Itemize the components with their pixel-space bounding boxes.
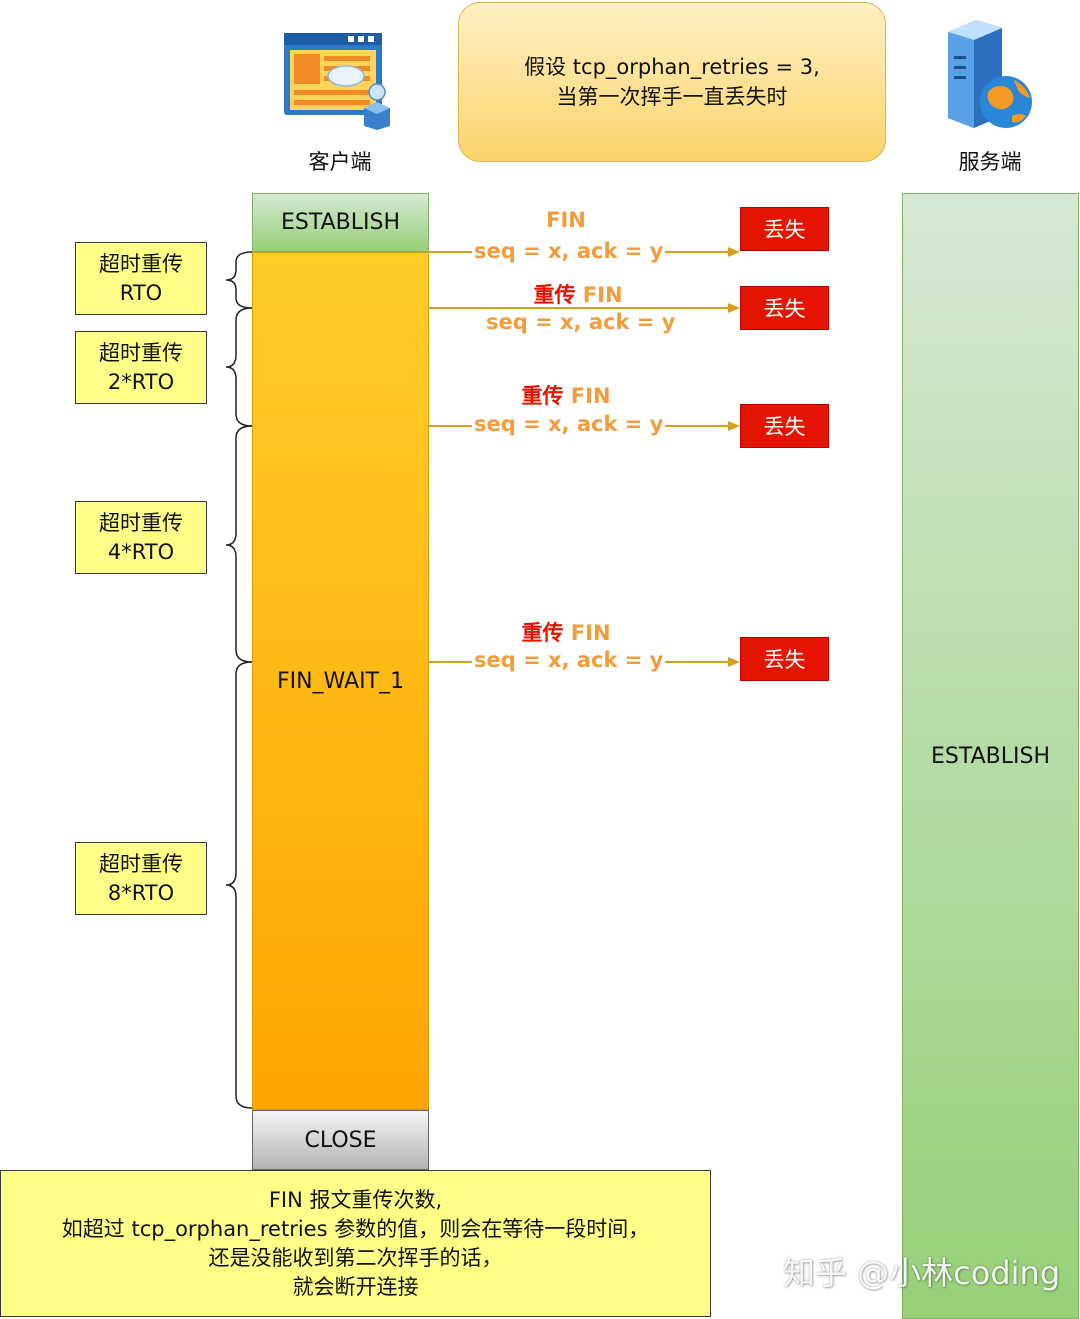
lost-box-3: 丢失 — [740, 404, 829, 448]
assumption-note-line2: 当第一次挥手一直丢失时 — [556, 85, 788, 109]
timeout-box-2rto: 超时重传 2*RTO — [75, 331, 207, 404]
server-globe-icon — [942, 16, 1037, 131]
assumption-note: 假设 tcp_orphan_retries = 3, 当第一次挥手一直丢失时 — [458, 2, 886, 162]
client-state-close: CLOSE — [252, 1110, 429, 1170]
timeout-box-rto: 超时重传 RTO — [75, 242, 207, 315]
retry-note-line1: FIN 报文重传次数, — [268, 1187, 443, 1212]
lost-box-2: 丢失 — [740, 286, 829, 330]
client-state-fin-wait-1: FIN_WAIT_1 — [252, 252, 429, 1110]
message-seq-1: seq = x, ack = y — [472, 239, 666, 263]
server-label: 服务端 — [958, 150, 1022, 174]
client-state-establish: ESTABLISH — [252, 193, 429, 252]
message-title-4: 重传 FIN — [521, 621, 611, 645]
server-state-establish: ESTABLISH — [902, 193, 1079, 1319]
assumption-note-line1: 假设 tcp_orphan_retries = 3, — [524, 55, 820, 79]
watermark: 知乎 @小林coding — [783, 1254, 1061, 1292]
retry-note-line4: 就会断开连接 — [292, 1274, 419, 1299]
lost-box-1: 丢失 — [740, 207, 829, 251]
timeout-box-4rto: 超时重传 4*RTO — [75, 501, 207, 574]
client-label: 客户端 — [308, 150, 372, 174]
brace-2rto — [225, 307, 253, 427]
lost-box-4: 丢失 — [740, 637, 829, 681]
retry-explanation-note: FIN 报文重传次数, 如超过 tcp_orphan_retries 参数的值，… — [0, 1170, 711, 1317]
message-title-1: FIN — [546, 208, 586, 232]
message-title-2: 重传 FIN — [533, 283, 623, 307]
brace-rto — [225, 251, 253, 309]
message-seq-3: seq = x, ack = y — [472, 412, 666, 436]
client-computer-icon — [282, 30, 397, 130]
timeout-box-8rto: 超时重传 8*RTO — [75, 842, 207, 915]
message-title-3: 重传 FIN — [521, 384, 611, 408]
brace-8rto — [225, 661, 253, 1109]
brace-4rto — [225, 425, 253, 663]
retry-note-line3: 还是没能收到第二次挥手的话， — [208, 1245, 503, 1270]
retry-note-line2: 如超过 tcp_orphan_retries 参数的值，则会在等待一段时间， — [61, 1216, 650, 1241]
message-seq-4: seq = x, ack = y — [472, 648, 666, 672]
message-seq-2: seq = x, ack = y — [484, 310, 678, 334]
